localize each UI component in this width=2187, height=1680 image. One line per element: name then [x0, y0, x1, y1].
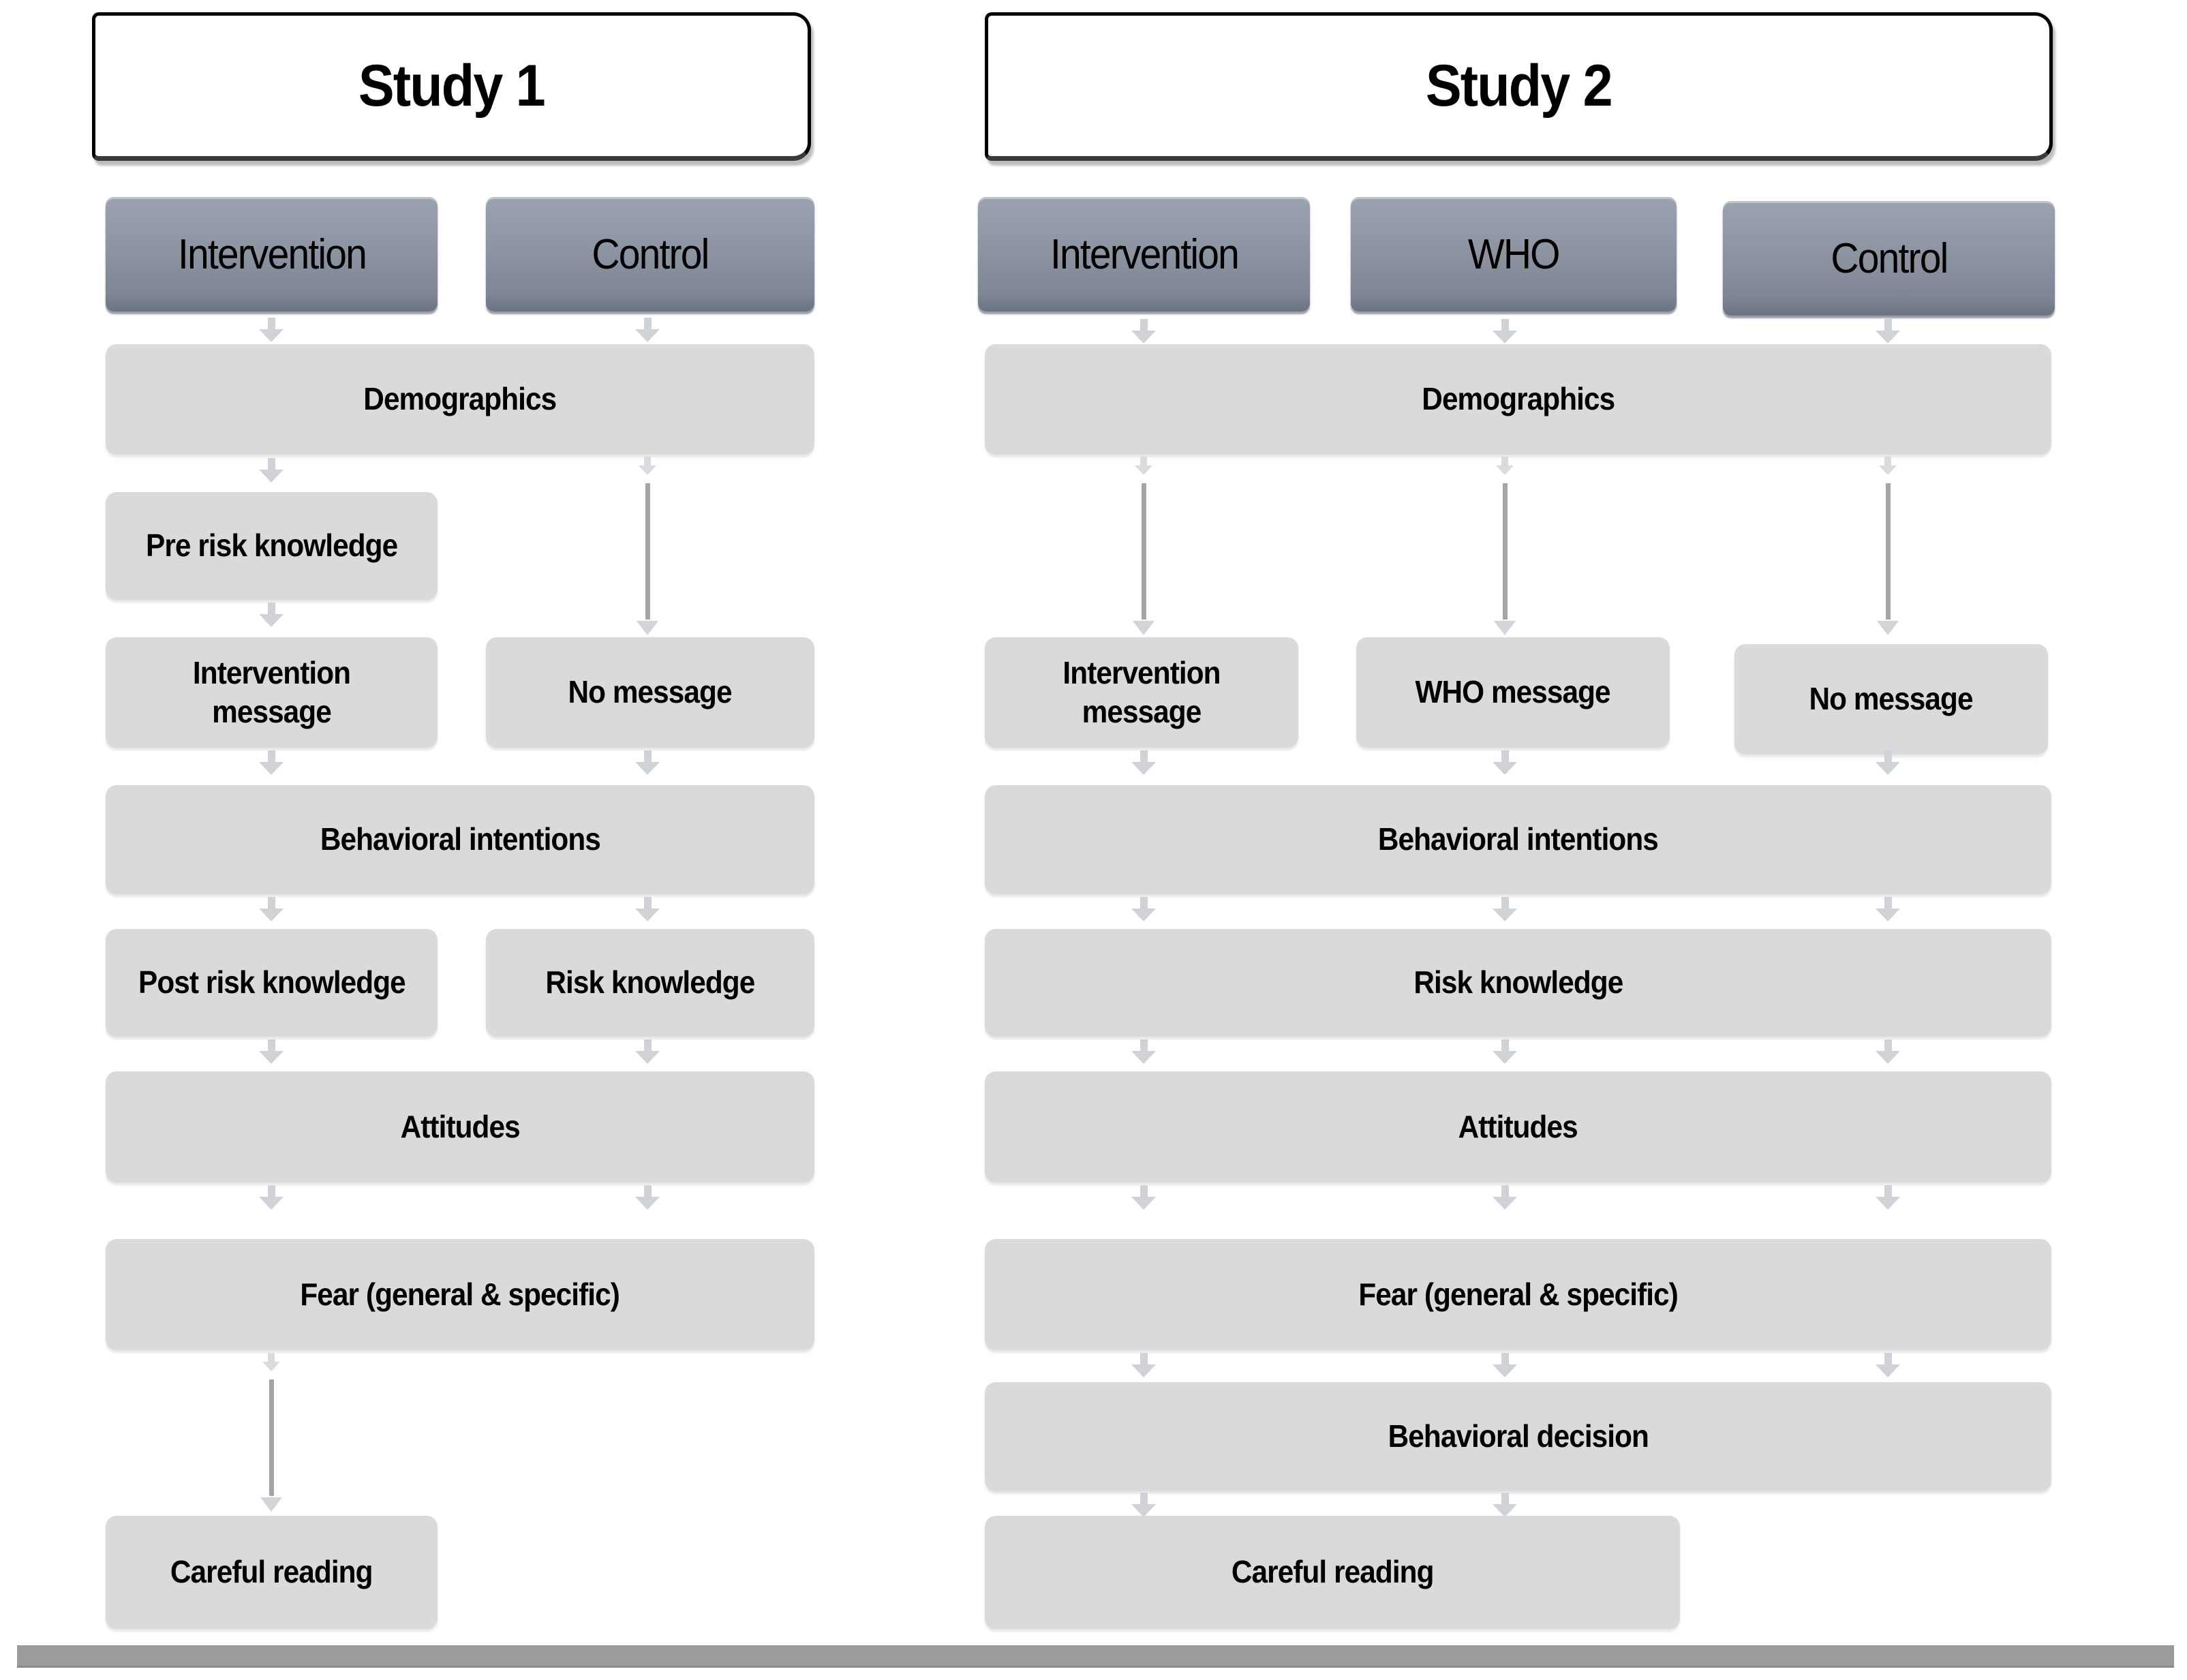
- study2-title: Study 2: [1426, 52, 1613, 119]
- study1-demographics-box: Demographics: [106, 344, 814, 455]
- study2-risk-knowledge-label: Risk knowledge: [1413, 964, 1623, 1001]
- arrow-down-icon: [1493, 897, 1517, 921]
- arrow-down-icon: [635, 750, 660, 775]
- study2-condition-control-label: Control: [1830, 234, 1948, 282]
- arrow-down-icon: [1876, 1039, 1900, 1064]
- study2-careful-reading-box: Careful reading: [985, 1516, 1680, 1629]
- study2-behavioral-intentions-label: Behavioral intentions: [1377, 821, 1659, 857]
- arrow-down-icon: [1493, 319, 1517, 343]
- study1-behavioral-intentions-label: Behavioral intentions: [320, 821, 600, 857]
- arrow-down-icon: [1876, 319, 1900, 343]
- study1-risk-knowledge-box: Risk knowledge: [486, 929, 814, 1037]
- arrow-down-icon: [1876, 750, 1900, 775]
- study2-condition-control: Control: [1723, 201, 2055, 316]
- study1-condition-intervention: Intervention: [106, 197, 438, 311]
- arrow-down-icon: [259, 458, 284, 483]
- arrow-down-icon: [1131, 1493, 1156, 1517]
- bottom-divider-bar: [17, 1645, 2174, 1668]
- long-arrow-down-icon: [1131, 457, 1156, 635]
- arrow-down-icon: [1131, 750, 1156, 775]
- study1-no-message-box: No message: [486, 637, 814, 748]
- arrow-down-icon: [1493, 1185, 1517, 1210]
- study1-attitudes-box: Attitudes: [106, 1071, 814, 1182]
- study2-attitudes-box: Attitudes: [985, 1071, 2051, 1182]
- study1-careful-reading-box: Careful reading: [106, 1516, 438, 1629]
- study2-demographics-label: Demographics: [1422, 381, 1615, 417]
- arrow-down-icon: [1493, 1493, 1517, 1517]
- arrow-down-icon: [259, 1185, 284, 1210]
- study2-demographics-box: Demographics: [985, 344, 2051, 455]
- study1-condition-control-label: Control: [592, 230, 709, 278]
- study1-pre-risk-knowledge-box: Pre risk knowledge: [106, 492, 438, 600]
- study1-condition-control: Control: [486, 197, 814, 311]
- long-arrow-down-icon: [635, 457, 660, 635]
- study2-who-message-box: WHO message: [1356, 637, 1670, 748]
- long-arrow-down-icon: [1876, 457, 1900, 635]
- arrow-down-icon: [635, 1185, 660, 1210]
- study2-header: Study 2: [985, 12, 2053, 161]
- study1-demographics-label: Demographics: [363, 381, 557, 417]
- arrow-down-icon: [1493, 1353, 1517, 1377]
- study2-condition-intervention-label: Intervention: [1050, 230, 1240, 278]
- study1-risk-knowledge-label: Risk knowledge: [545, 964, 756, 1001]
- arrow-down-icon: [259, 602, 284, 627]
- arrow-down-icon: [259, 1039, 284, 1064]
- study2-fear-box: Fear (general & specific): [985, 1239, 2051, 1350]
- study2-condition-who: WHO: [1351, 197, 1677, 311]
- study1-header: Study 1: [92, 12, 811, 161]
- study2-condition-who-label: WHO: [1468, 230, 1561, 278]
- study2-careful-reading-label: Careful reading: [1231, 1554, 1435, 1590]
- arrow-down-icon: [1131, 319, 1156, 343]
- study2-behavioral-decision-box: Behavioral decision: [985, 1382, 2051, 1491]
- arrow-down-icon: [259, 897, 284, 921]
- study1-title: Study 1: [358, 52, 546, 119]
- arrow-down-icon: [1876, 1185, 1900, 1210]
- study1-post-risk-knowledge-box: Post risk knowledge: [106, 929, 438, 1037]
- arrow-down-icon: [1876, 897, 1900, 921]
- study1-fear-label: Fear (general & specific): [300, 1276, 620, 1312]
- arrow-down-icon: [635, 318, 660, 342]
- study2-intervention-message-box: Intervention message: [985, 637, 1298, 748]
- study2-behavioral-intentions-box: Behavioral intentions: [985, 785, 2051, 894]
- arrow-down-icon: [1131, 897, 1156, 921]
- study1-careful-reading-label: Careful reading: [170, 1554, 373, 1590]
- study1-no-message-label: No message: [568, 674, 733, 710]
- study1-behavioral-intentions-box: Behavioral intentions: [106, 785, 814, 894]
- long-arrow-down-icon: [1493, 457, 1517, 635]
- arrow-down-icon: [1876, 1353, 1900, 1377]
- study1-intervention-message-box: Intervention message: [106, 637, 438, 748]
- arrow-down-icon: [1493, 1039, 1517, 1064]
- study2-intervention-message-label: Intervention message: [1062, 654, 1221, 730]
- long-arrow-down-icon: [259, 1353, 284, 1512]
- arrow-down-icon: [1131, 1039, 1156, 1064]
- arrow-down-icon: [1131, 1185, 1156, 1210]
- arrow-down-icon: [259, 318, 284, 342]
- study1-intervention-message-label: Intervention message: [192, 654, 351, 730]
- study1-attitudes-label: Attitudes: [400, 1108, 520, 1144]
- arrow-down-icon: [259, 750, 284, 775]
- study2-condition-intervention: Intervention: [978, 197, 1310, 311]
- arrow-down-icon: [635, 897, 660, 921]
- arrow-down-icon: [1493, 750, 1517, 775]
- study2-risk-knowledge-box: Risk knowledge: [985, 929, 2051, 1037]
- study1-post-risk-knowledge-label: Post risk knowledge: [138, 964, 406, 1001]
- study2-attitudes-label: Attitudes: [1458, 1108, 1578, 1144]
- study1-condition-intervention-label: Intervention: [177, 230, 367, 278]
- study2-fear-label: Fear (general & specific): [1358, 1276, 1678, 1312]
- study2-behavioral-decision-label: Behavioral decision: [1388, 1418, 1649, 1454]
- study2-no-message-box: No message: [1734, 644, 2048, 754]
- arrow-down-icon: [1131, 1353, 1156, 1377]
- study2-who-message-label: WHO message: [1415, 674, 1611, 710]
- study1-pre-risk-knowledge-label: Pre risk knowledge: [145, 528, 398, 564]
- study1-fear-box: Fear (general & specific): [106, 1239, 814, 1350]
- arrow-down-icon: [635, 1039, 660, 1064]
- study2-no-message-label: No message: [1809, 681, 1974, 717]
